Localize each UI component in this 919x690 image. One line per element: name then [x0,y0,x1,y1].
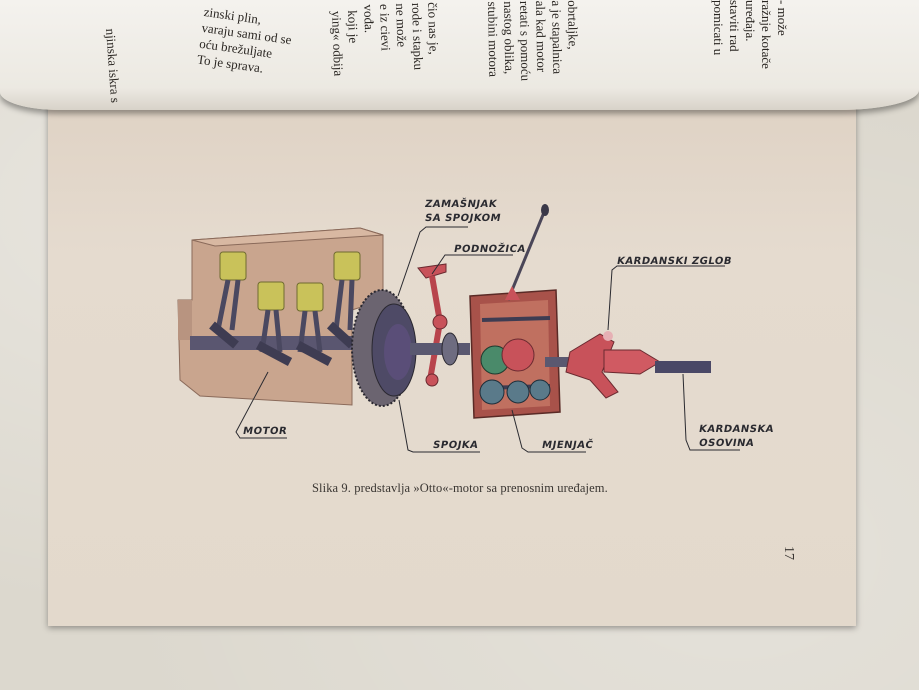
clutch-shaft [410,343,470,355]
pistons [209,251,361,366]
pedal [417,263,448,387]
gearbox [469,204,561,419]
label-flywheel-line2: SA SPOJKOM [424,213,502,224]
flywheel [351,289,417,407]
label-motor: MOTOR [242,426,288,437]
crankshaft [190,336,360,350]
label-flywheel-line1: ZAMAŠNJAK [424,199,498,210]
label-universal-joint: KARDANSKI ZGLOB [616,256,733,267]
leader-lines [235,226,740,453]
page-number: 17 [781,546,796,560]
label-gearbox: MJENJAČ [541,440,595,451]
label-shaft-line1: KARDANSKA [698,424,775,435]
propeller-shaft [655,361,711,373]
figure-caption: Slika 9. predstavlja »Otto«-motor sa pre… [312,481,608,495]
label-shaft-line2: OSOVINA [698,438,755,449]
universal-joint [565,331,661,399]
label-clutch: SPOJKA [432,440,480,451]
label-pedal: PODNOŽICA [453,244,527,255]
turned-page: zinski plin, varaju sami od se oću brežu… [0,0,919,110]
